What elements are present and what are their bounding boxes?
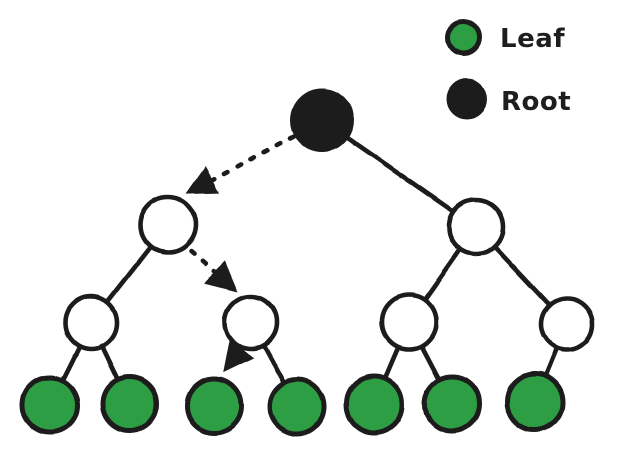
internal-node bbox=[538, 295, 596, 353]
edges-layer bbox=[47, 117, 570, 410]
leaf-node bbox=[184, 376, 244, 436]
traversal-arrow-lr-leaf3 bbox=[223, 339, 254, 373]
traversal-arrow-l-lr bbox=[188, 249, 238, 292]
legend-label-root: Root bbox=[501, 87, 571, 117]
legend-label-leaf: Leaf bbox=[500, 24, 565, 54]
internal-node bbox=[446, 197, 506, 257]
traversal-arrow-root-l bbox=[185, 133, 297, 195]
internal-node bbox=[379, 292, 439, 352]
leaf-node bbox=[100, 374, 160, 434]
leaf-node bbox=[422, 374, 482, 434]
legend-swatches bbox=[445, 19, 488, 120]
root-node bbox=[290, 88, 354, 152]
leaf-node bbox=[20, 375, 80, 435]
leaf-node bbox=[343, 373, 405, 435]
leaf-node bbox=[504, 371, 566, 433]
internal-node bbox=[222, 293, 280, 351]
nodes-layer bbox=[20, 88, 596, 437]
legend-swatch-root bbox=[446, 78, 488, 120]
internal-node bbox=[62, 294, 120, 352]
leaf-node bbox=[267, 377, 327, 437]
internal-node bbox=[137, 194, 199, 256]
legend-swatch-leaf bbox=[445, 19, 483, 57]
